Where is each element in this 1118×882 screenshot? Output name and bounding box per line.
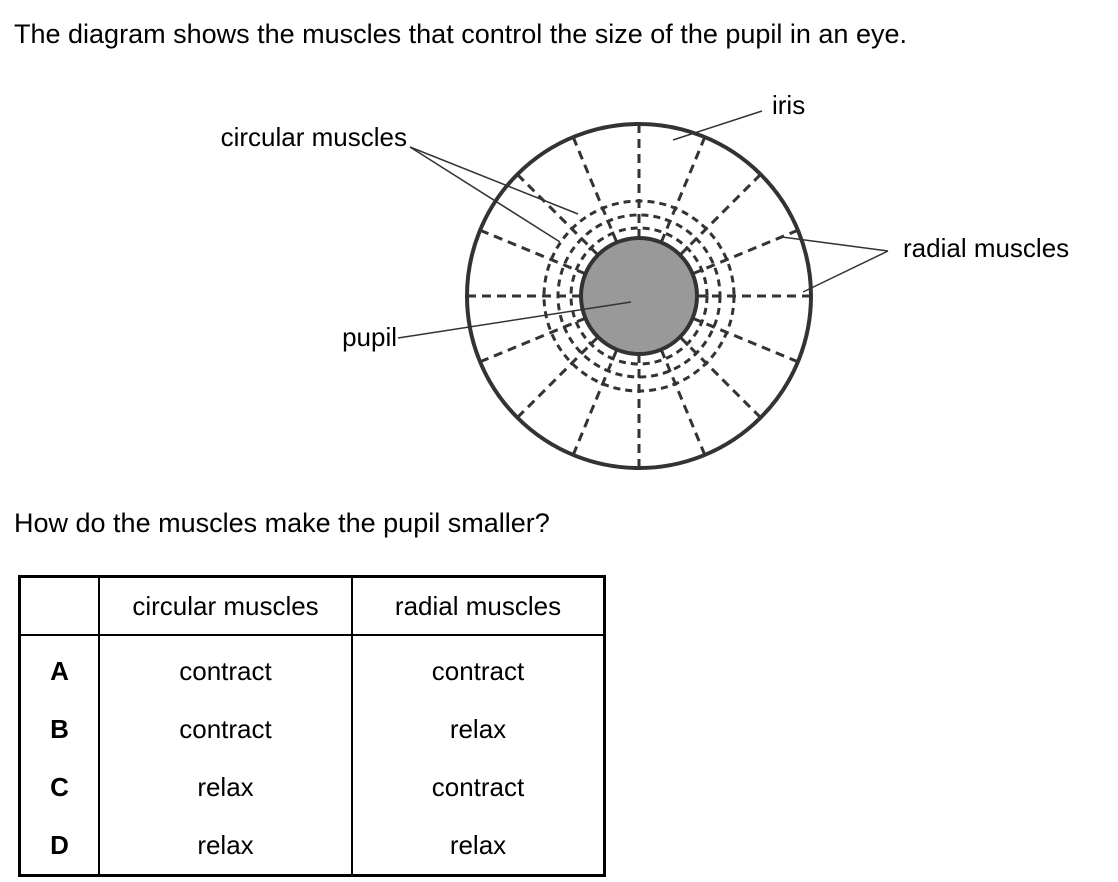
radial-muscles-label: radial muscles xyxy=(903,233,1069,263)
pupil xyxy=(579,236,699,356)
circular-muscle-ring xyxy=(569,226,709,366)
radial-muscle-line xyxy=(571,136,619,243)
radial-muscle-line xyxy=(571,349,619,456)
pupil-leader xyxy=(397,301,632,339)
header-circular: circular muscles xyxy=(99,576,353,636)
iris-leader xyxy=(672,110,763,141)
option-circular: relax xyxy=(99,758,353,816)
radial-muscle-line xyxy=(692,316,799,364)
radial-muscle-line xyxy=(479,316,586,364)
radial-muscle-line xyxy=(678,173,762,257)
table-header-row: circular muscles radial muscles xyxy=(19,576,605,636)
table-row[interactable]: D relax relax xyxy=(19,816,605,876)
question-intro: The diagram shows the muscles that contr… xyxy=(14,19,907,49)
option-circular: contract xyxy=(99,700,353,758)
option-key[interactable]: A xyxy=(19,635,100,700)
question-text: How do the muscles make the pupil smalle… xyxy=(14,508,550,538)
circular-muscle-ring xyxy=(542,199,736,393)
radial-muscle-line xyxy=(659,349,707,456)
radial-leader-2 xyxy=(802,250,889,293)
option-key[interactable]: B xyxy=(19,700,100,758)
circular-muscle-ring xyxy=(556,213,722,379)
radial-muscle-line xyxy=(659,136,707,243)
circular-muscles xyxy=(542,199,736,393)
eye-diagram: iris circular muscles radial muscles pup… xyxy=(221,90,1069,470)
radial-muscle-line xyxy=(692,228,799,276)
table-row[interactable]: B contract relax xyxy=(19,700,605,758)
option-radial: relax xyxy=(449,829,507,860)
radial-muscle-line xyxy=(678,335,762,419)
iris-outline xyxy=(465,122,813,470)
option-radial: contract xyxy=(431,655,525,686)
radial-muscle-line xyxy=(479,228,586,276)
option-circular: relax xyxy=(99,816,353,876)
answer-table: circular muscles radial muscles A contra… xyxy=(18,575,606,877)
pupil-label: pupil xyxy=(342,322,397,352)
iris-label: iris xyxy=(772,90,805,120)
option-radial: contract xyxy=(431,771,525,802)
circular-leader-2 xyxy=(409,146,561,243)
option-circular: contract xyxy=(99,635,353,700)
circular-leader-1 xyxy=(409,146,579,215)
radial-muscle-line xyxy=(516,335,600,419)
radial-muscles xyxy=(467,124,811,468)
circular-muscles-label: circular muscles xyxy=(221,122,407,152)
radial-leader-1 xyxy=(781,236,889,252)
radial-muscle-line xyxy=(516,173,600,257)
table-row[interactable]: A contract contract xyxy=(19,635,605,700)
header-blank xyxy=(19,576,100,636)
option-radial: relax xyxy=(449,713,507,744)
option-key[interactable]: C xyxy=(19,758,100,816)
option-key[interactable]: D xyxy=(19,816,100,876)
header-radial: radial muscles xyxy=(352,576,605,636)
table-row[interactable]: C relax contract xyxy=(19,758,605,816)
